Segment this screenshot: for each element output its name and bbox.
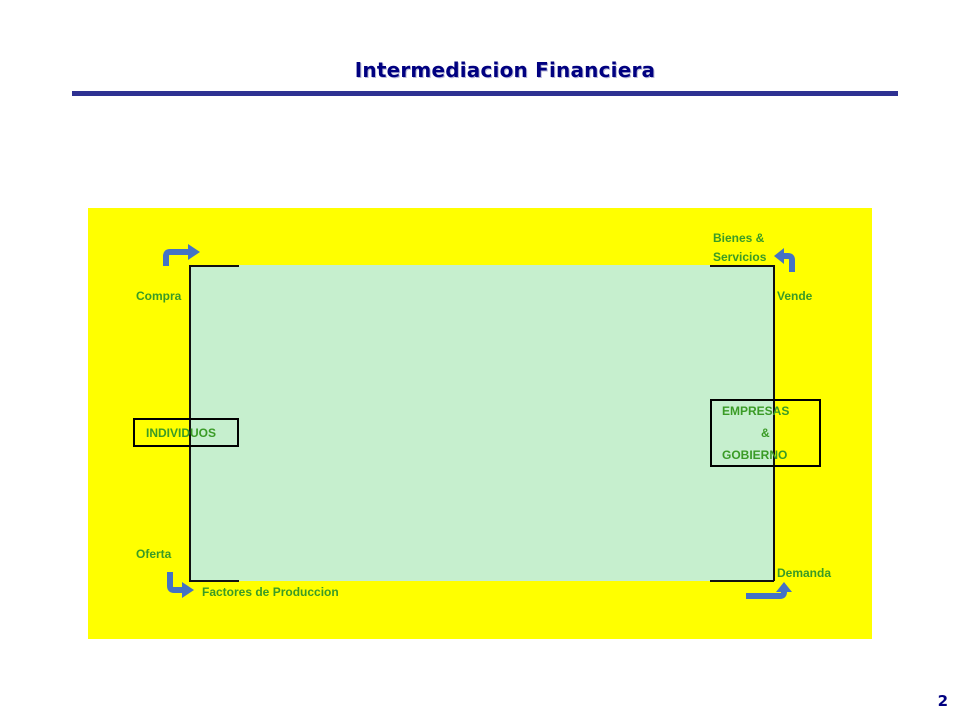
empresas-gobierno-node: EMPRESAS & GOBIERNO <box>710 399 821 467</box>
page-number: 2 <box>937 692 948 710</box>
slide-title: Intermediacion Financiera <box>354 58 656 82</box>
title-underline <box>72 91 898 96</box>
diagram-panel: Compra Bienes & Servicios Vende Oferta F… <box>88 208 872 639</box>
compra-arrow-icon <box>163 244 200 266</box>
gobierno-label: GOBIERNO <box>722 448 788 462</box>
ampersand-label: & <box>761 426 770 440</box>
label-demanda: Demanda <box>777 566 832 580</box>
demanda-arrow-icon <box>746 582 792 599</box>
label-bienes-line2: Servicios <box>713 250 767 264</box>
label-vende: Vende <box>777 289 813 303</box>
label-factores: Factores de Produccion <box>202 585 339 599</box>
top-left-flow-line <box>189 265 239 267</box>
top-right-flow-line <box>710 265 774 267</box>
individuos-label: INDIVIDUOS <box>146 426 217 440</box>
oferta-arrow-icon <box>167 572 194 598</box>
vende-arrow-icon <box>774 248 795 272</box>
right-flow-line <box>773 265 775 581</box>
empresas-label: EMPRESAS <box>722 404 790 418</box>
individuos-node: INDIVIDUOS <box>133 418 239 447</box>
label-bienes-line1: Bienes & <box>713 231 765 245</box>
bottom-right-flow-line <box>710 580 774 582</box>
left-flow-line <box>189 265 191 581</box>
label-oferta: Oferta <box>136 547 172 561</box>
inner-flow-area <box>190 265 774 581</box>
label-compra: Compra <box>136 289 182 303</box>
bottom-left-flow-line <box>189 580 239 582</box>
